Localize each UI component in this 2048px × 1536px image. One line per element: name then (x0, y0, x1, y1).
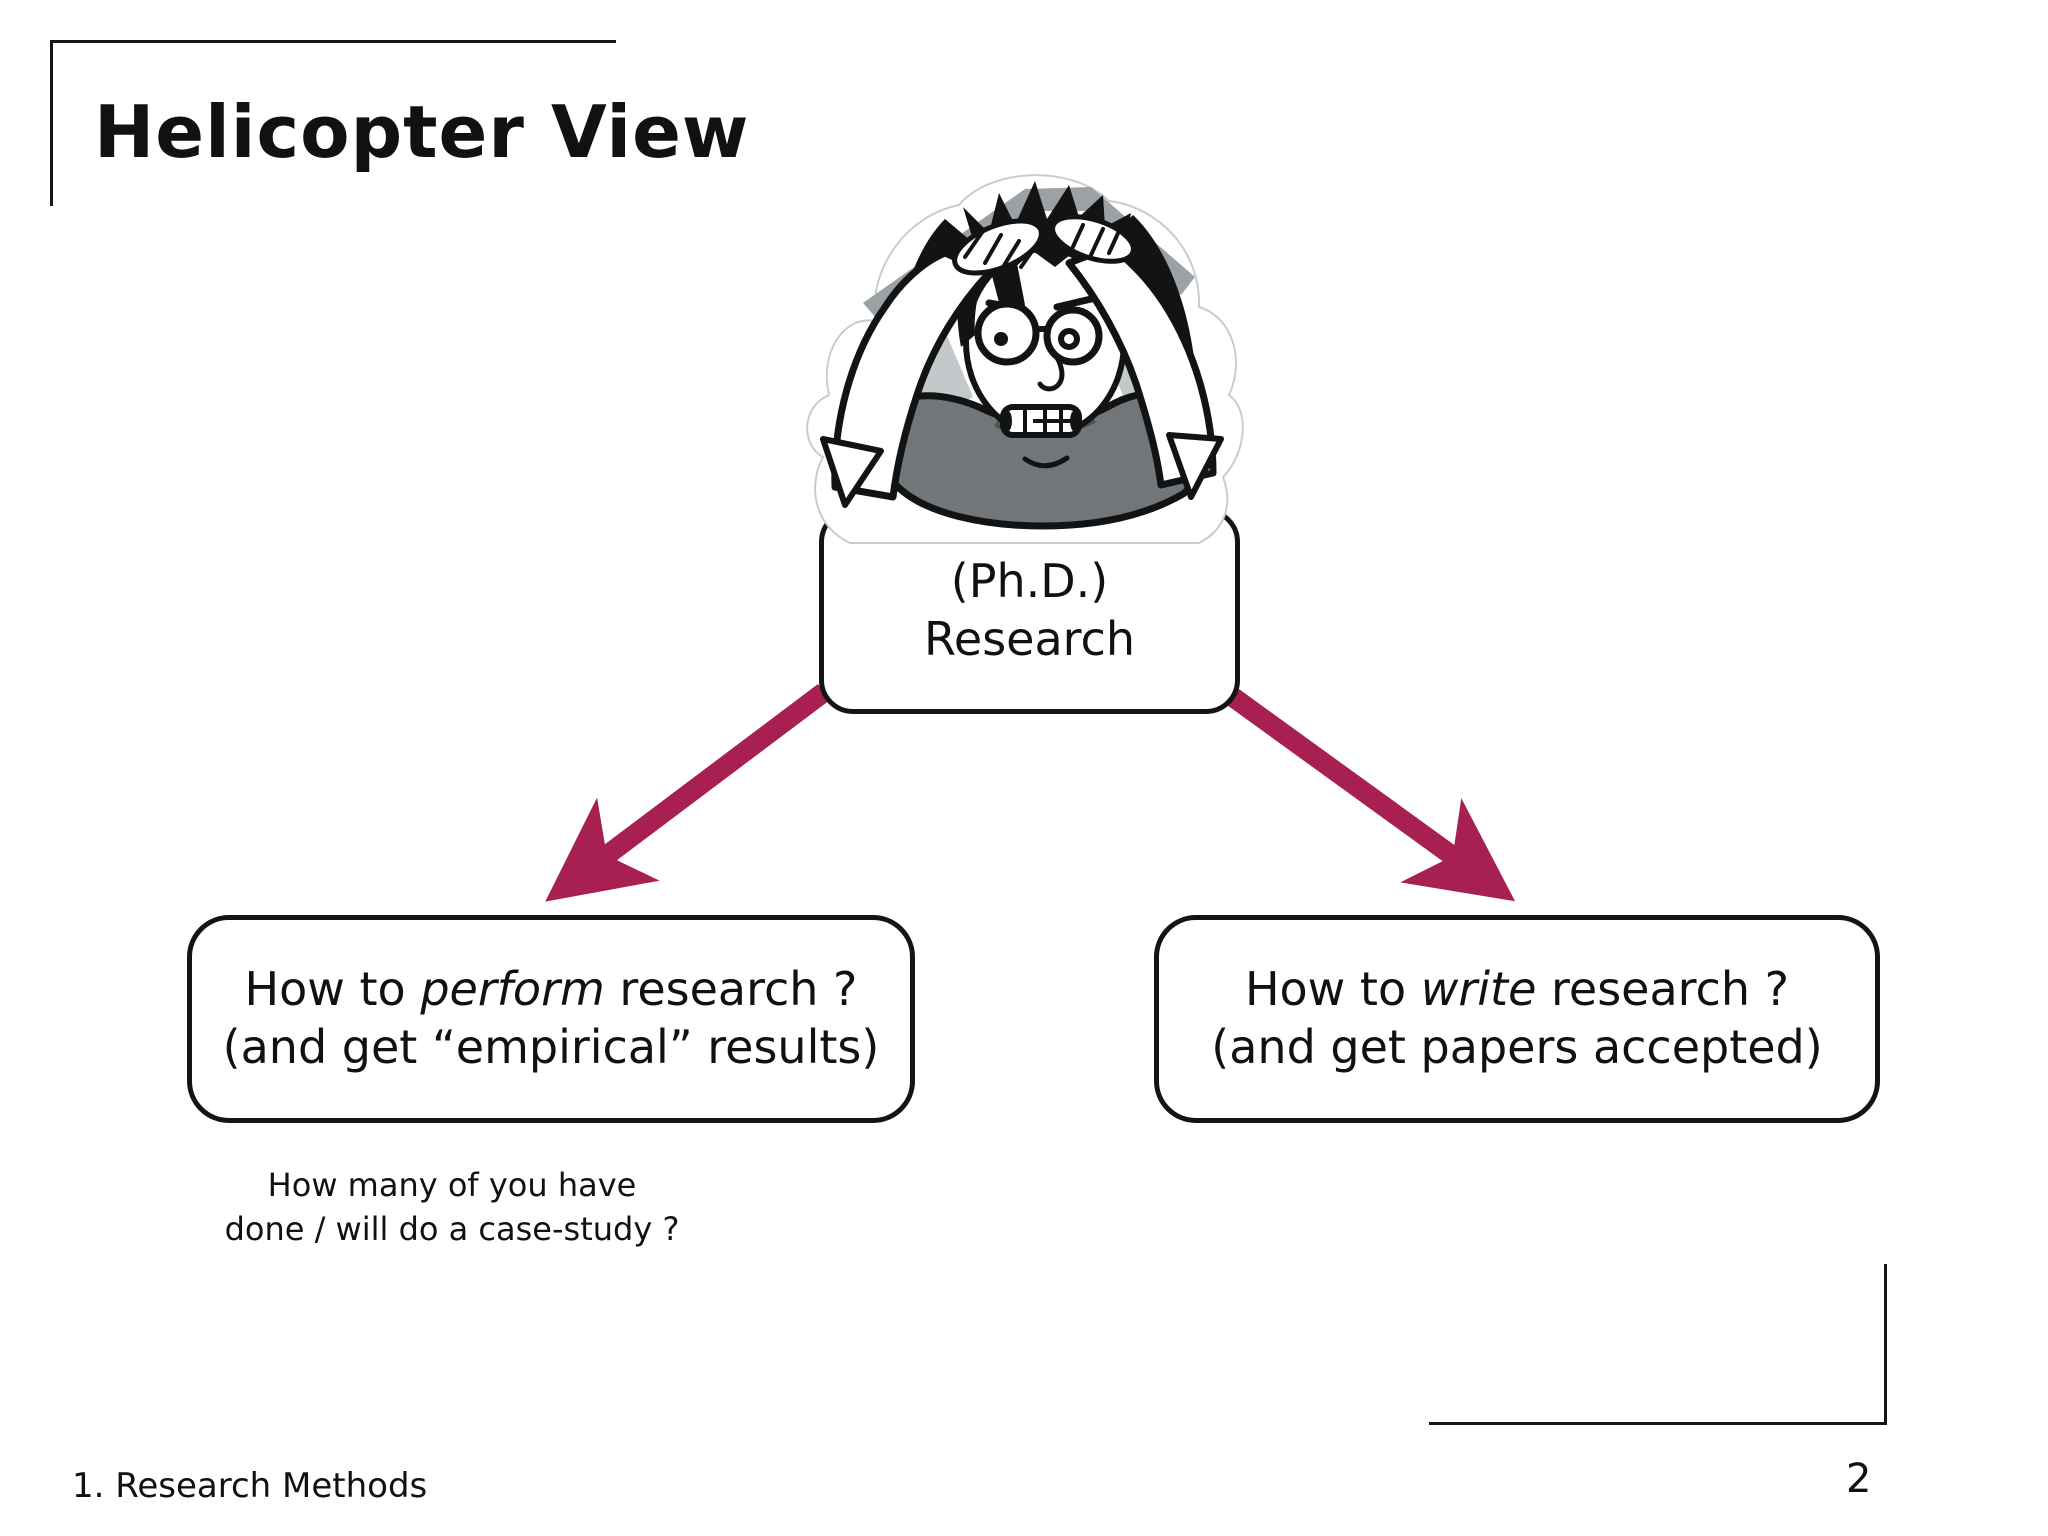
perform-line1-italic: perform (420, 962, 605, 1017)
mouth (1000, 404, 1082, 438)
cuff-left (820, 436, 884, 508)
left-arrow (545, 684, 831, 902)
glasses-right-lens (1043, 306, 1103, 366)
hair-top (957, 181, 1146, 347)
cutout-blob (806, 174, 1244, 544)
hand-right (1050, 214, 1136, 264)
shadow-roof (863, 187, 1195, 319)
eyebrow-right (1053, 295, 1095, 311)
top-left-frame-vertical-line (50, 40, 53, 206)
eyebrow-left (985, 299, 1027, 313)
pupil-right (1058, 328, 1080, 350)
collar-shade (994, 415, 1096, 438)
footer-text: 1. Research Methods (72, 1466, 428, 1506)
top-left-frame-horizontal-line (50, 40, 616, 43)
hand-left (952, 218, 1044, 276)
phd-research-line1: (Ph.D.) (950, 554, 1109, 609)
perform-research-line1: How to perform research ? (245, 961, 858, 1019)
phd-research-line2: Research (924, 612, 1135, 666)
case-study-question-line1: How many of you have (267, 1166, 637, 1204)
right-arrow (1220, 683, 1516, 902)
shoulder-shade-right (1103, 325, 1177, 415)
write-line1-pre: How to (1244, 962, 1421, 1017)
arm-left (831, 249, 993, 501)
write-line1-post: research ? (1536, 962, 1790, 1017)
perform-line1-post: research ? (604, 962, 858, 1017)
stressed-person-icon (806, 174, 1244, 544)
case-study-question: How many of you have done / will do a ca… (185, 1164, 719, 1251)
shoulder-shade-left (899, 331, 973, 425)
perform-research-box: How to perform research ? (and get “empi… (187, 915, 915, 1123)
bottom-right-frame-vertical-line (1884, 1264, 1887, 1425)
bottom-right-frame-horizontal-line (1429, 1422, 1887, 1425)
hair-left-side (891, 219, 971, 419)
write-line1-italic: write (1420, 962, 1537, 1017)
page-number: 2 (1846, 1456, 1872, 1502)
sweater (874, 390, 1212, 530)
pupil-left (994, 332, 1008, 346)
slide-title: Helicopter View (94, 90, 750, 174)
write-research-box: How to write research ? (and get papers … (1154, 915, 1880, 1123)
mouth-corner-right (1070, 411, 1078, 431)
nose (1037, 348, 1065, 392)
hair-fringe (987, 253, 1025, 325)
teeth-lines (1023, 409, 1063, 433)
arm-right (1065, 243, 1217, 489)
cuff-right (1166, 432, 1224, 500)
phd-research-box: (Ph.D.) Research (819, 508, 1240, 714)
write-research-line1: How to write research ? (1245, 961, 1789, 1019)
case-study-question-line2: done / will do a case-study ? (224, 1209, 680, 1248)
fingers-right (1069, 223, 1121, 257)
glasses-left-lens (974, 300, 1040, 366)
write-research-line2: (and get papers accepted) (1211, 1020, 1823, 1074)
fingers-left (963, 229, 1037, 269)
chin-line (1022, 455, 1070, 469)
perform-research-line2: (and get “empirical” results) (222, 1020, 880, 1074)
perform-line1-pre: How to (244, 962, 421, 1017)
mouth-corner-left (1004, 411, 1012, 431)
face (963, 246, 1127, 438)
hair-right-side (1113, 215, 1197, 411)
